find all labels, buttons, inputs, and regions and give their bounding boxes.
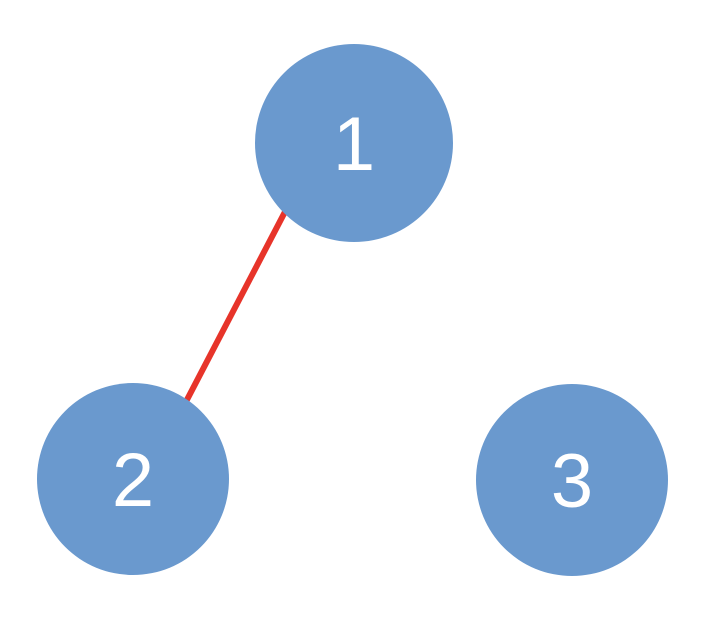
node-3-label: 3 — [551, 439, 593, 524]
node-1[interactable] — [255, 44, 453, 242]
node-1-label: 1 — [333, 102, 375, 187]
node-3[interactable] — [476, 384, 668, 576]
node-2[interactable] — [37, 383, 229, 575]
edge-node1-node2[interactable] — [175, 181, 303, 419]
node-2-label: 2 — [112, 438, 154, 523]
